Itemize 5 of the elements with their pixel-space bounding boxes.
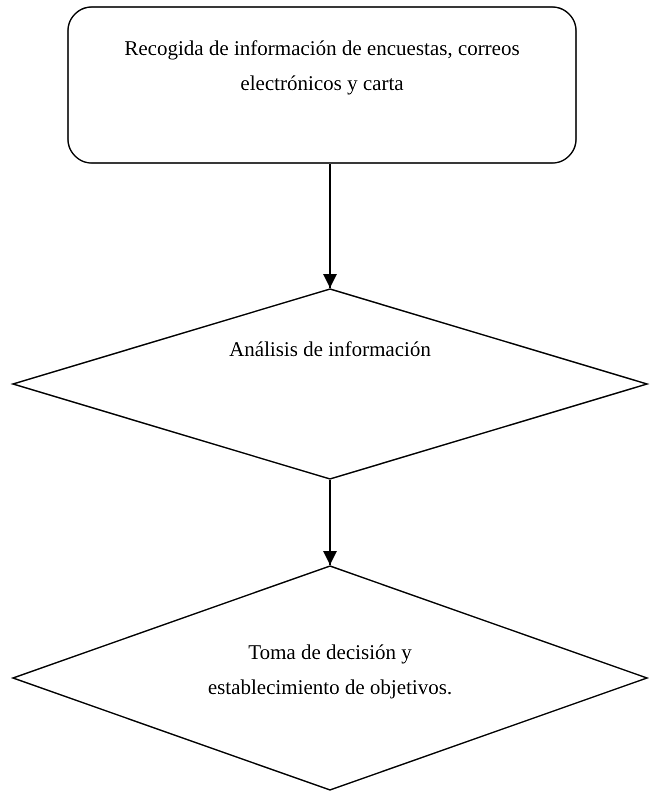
- arrow: [323, 480, 337, 565]
- node-text: Toma de decisión y establecimiento de objetivos.: [206, 639, 454, 701]
- arrow: [323, 164, 337, 288]
- node-text: Recogida de información de encuestas, correos electrónicos y carta: [123, 35, 521, 97]
- node-text: Análisis de información: [228, 336, 432, 363]
